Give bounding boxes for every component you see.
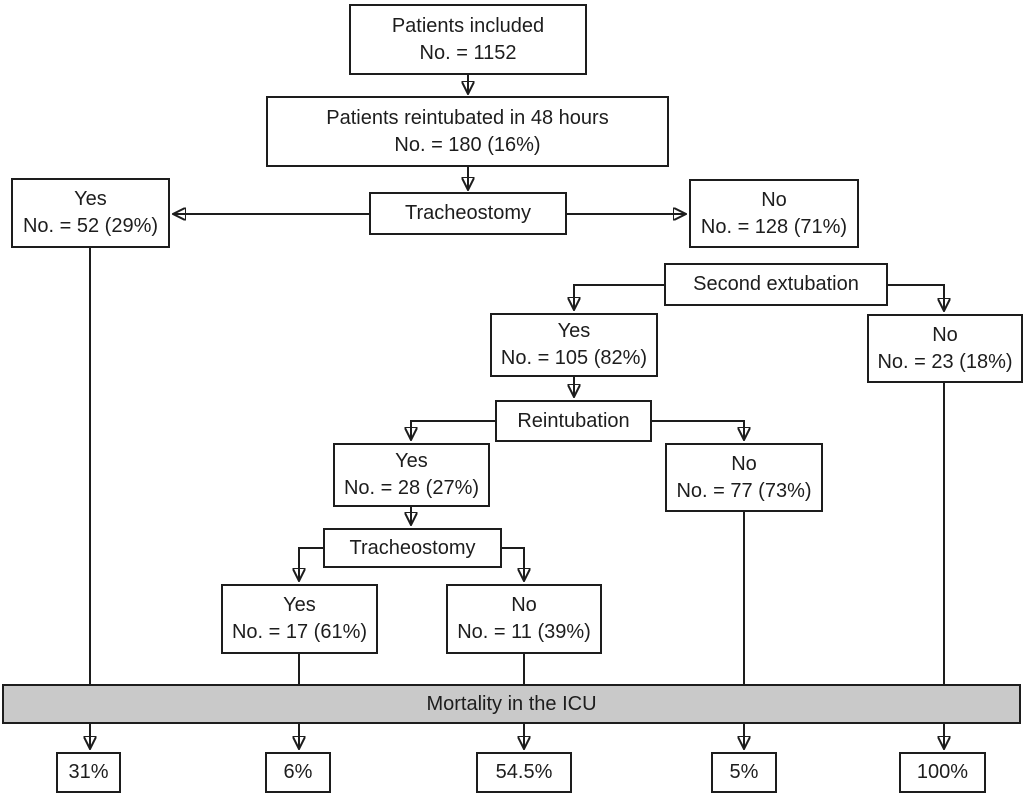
node-title: Patients reintubated in 48 hours [326,106,609,129]
node-title: No [761,188,787,211]
node-title: Yes [557,320,591,342]
outcome-box-tracheostomy-2-no: 54.5% [476,752,572,793]
mortality-bar: Mortality in the ICU [2,684,1021,724]
outcome-box-tracheostomy-1-yes: 31% [56,752,121,793]
outcome-value: 5% [729,761,759,783]
node-value: No. = 105 (82%) [500,347,648,369]
node-tracheostomy-2-yes: Yes No. = 17 (61%) [221,584,378,654]
node-tracheostomy-2: Tracheostomy [323,528,502,568]
node-value: No. = 11 (39%) [457,621,591,643]
node-reintubation-yes: Yes No. = 28 (27%) [333,443,490,507]
outcome-value: 100% [916,761,969,783]
node-value: No. = 17 (61%) [231,621,368,643]
node-second-extubation-yes: Yes No. = 105 (82%) [490,313,658,377]
node-title: Second extubation [693,273,859,295]
node-second-extubation-no: No No. = 23 (18%) [867,314,1023,383]
outcome-value: 6% [283,761,313,783]
node-value: No. = 77 (73%) [676,479,812,502]
outcome-value: 54.5% [495,761,553,783]
node-value: No. = 28 (27%) [343,477,480,499]
node-patients-included: Patients included No. = 1152 [349,4,587,75]
node-title: Tracheostomy [349,536,476,559]
node-value: No. = 180 (16%) [394,133,541,156]
node-title: Reintubation [517,409,630,432]
node-reintubation-no: No No. = 77 (73%) [665,443,823,512]
node-tracheostomy-2-no: No No. = 11 (39%) [446,584,602,654]
node-value: No. = 52 (29%) [22,215,159,237]
node-title: No [731,452,757,475]
outcome-box-tracheostomy-2-yes: 6% [265,752,331,793]
node-title: Tracheostomy [405,202,531,224]
node-reintubated-48h: Patients reintubated in 48 hours No. = 1… [266,96,669,167]
mortality-bar-label: Mortality in the ICU [426,692,597,715]
node-value: No. = 23 (18%) [877,350,1013,373]
outcome-box-reintubation-no: 5% [711,752,777,793]
outcome-value: 31% [68,761,109,783]
node-title: No [511,594,537,616]
node-title: Patients included [391,14,545,37]
node-second-extubation: Second extubation [664,263,888,306]
outcome-box-second-extubation-no: 100% [899,752,986,793]
node-title: Yes [283,594,316,616]
node-value: No. = 1152 [419,41,517,64]
node-title: Yes [395,450,428,472]
node-tracheostomy-1-no: No No. = 128 (71%) [689,179,859,248]
node-tracheostomy-1-yes: Yes No. = 52 (29%) [11,178,170,248]
node-title: No [932,323,958,346]
node-title: Yes [74,188,107,210]
node-value: No. = 128 (71%) [700,215,848,238]
node-reintubation: Reintubation [495,400,652,442]
node-tracheostomy-1: Tracheostomy [369,192,567,235]
